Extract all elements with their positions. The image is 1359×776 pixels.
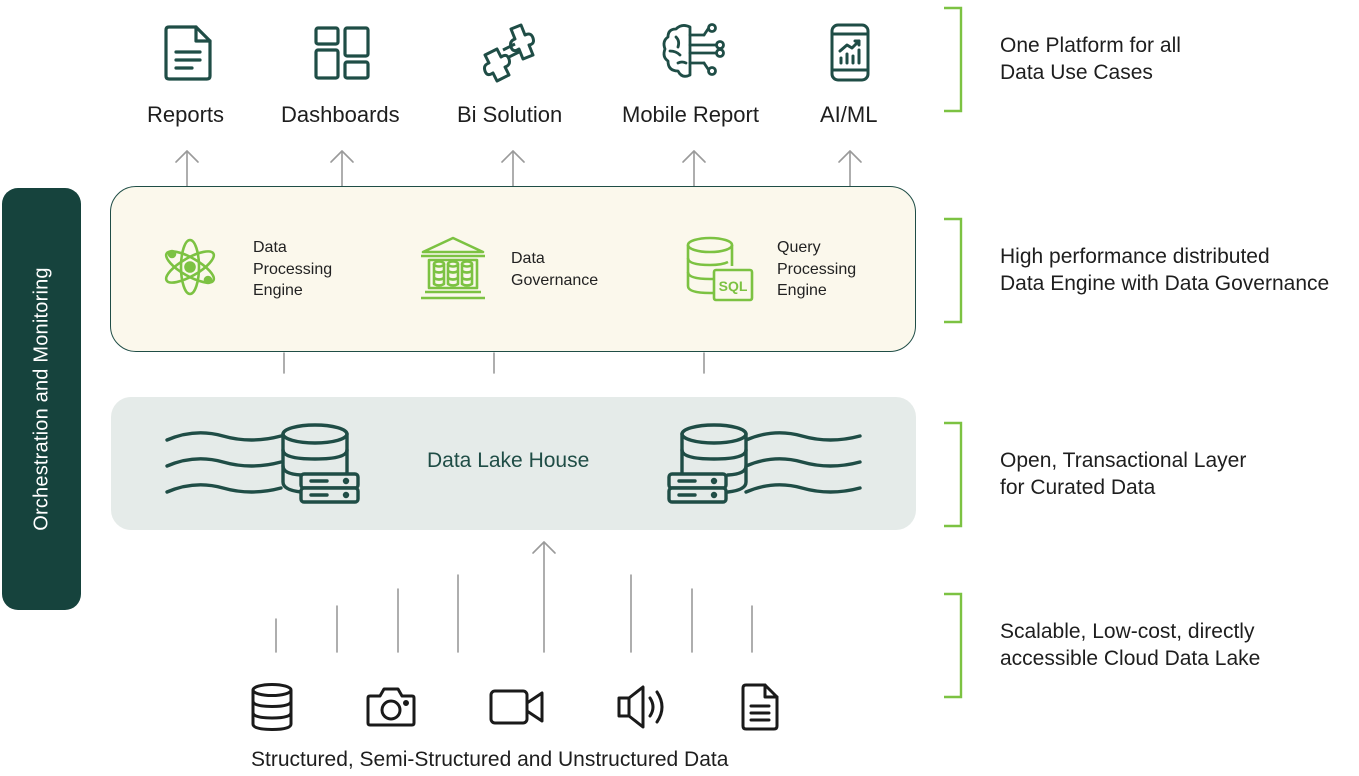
speaker-icon bbox=[616, 684, 670, 730]
up-arrow-dashboards bbox=[330, 150, 354, 187]
engine-item-line: Engine bbox=[777, 282, 827, 299]
side-label-line: One Platform for all bbox=[1000, 34, 1181, 57]
engine-item-line: Processing bbox=[253, 260, 333, 278]
engine-item-line: Data bbox=[511, 250, 545, 267]
use-case-label-mobile-report: Mobile Report bbox=[622, 102, 759, 127]
atom-icon bbox=[162, 234, 218, 300]
use-case-label-dashboards: Dashboards bbox=[281, 102, 400, 127]
bracket-use-cases bbox=[944, 6, 963, 113]
side-label-line: Open, Transactional Layer bbox=[1000, 449, 1247, 472]
side-label-cloud-lake: Scalable, Low-cost, directly accessible … bbox=[1000, 618, 1260, 672]
side-label-line: accessible Cloud Data Lake bbox=[1000, 647, 1261, 670]
up-arrow-mobile-report bbox=[682, 150, 706, 187]
engine-item-data-governance: Data Governance bbox=[511, 248, 598, 291]
engine-item-line: Governance bbox=[511, 271, 599, 289]
reports-document-icon bbox=[162, 24, 214, 82]
side-label-line: Data Use Cases bbox=[1000, 61, 1153, 84]
bank-database-icon bbox=[419, 236, 487, 302]
data-engine-layer bbox=[110, 186, 916, 352]
side-label-line: Data Engine with Data Governance bbox=[1000, 272, 1330, 295]
side-label-line: for Curated Data bbox=[1000, 476, 1156, 499]
svg-text:SQL: SQL bbox=[719, 278, 748, 294]
engine-item-data-processing: Data Processing Engine bbox=[253, 237, 332, 302]
sources-caption: Structured, Semi-Structured and Unstruct… bbox=[251, 748, 729, 771]
file-text-icon bbox=[740, 683, 780, 731]
data-lake-house-label: Data Lake House bbox=[427, 449, 590, 472]
side-label-line: Scalable, Low-cost, directly bbox=[1000, 620, 1255, 643]
video-camera-icon bbox=[489, 688, 545, 726]
use-case-label-ai-ml: AI/ML bbox=[820, 102, 878, 127]
up-arrow-ai-ml bbox=[838, 150, 862, 187]
orchestration-monitoring-bar: Orchestration and Monitoring bbox=[2, 188, 81, 610]
bracket-cloud-lake bbox=[944, 592, 963, 699]
database-icon bbox=[250, 683, 294, 731]
engine-item-line: Engine bbox=[253, 282, 303, 299]
dashboard-grid-icon bbox=[314, 26, 370, 80]
data-lake-house-layer bbox=[111, 397, 916, 530]
side-label-data-engine: High performance distributed Data Engine… bbox=[1000, 243, 1329, 297]
camera-icon bbox=[366, 686, 416, 728]
brain-circuit-icon bbox=[660, 21, 728, 83]
engine-item-query-processing: Query Processing Engine bbox=[777, 237, 856, 302]
side-label-use-cases: One Platform for all Data Use Cases bbox=[1000, 32, 1181, 86]
sql-database-icon: SQL bbox=[684, 236, 756, 304]
up-arrow-reports bbox=[175, 150, 199, 187]
use-case-label-reports: Reports bbox=[147, 102, 225, 127]
use-case-label-bi-solution: Bi Solution bbox=[457, 102, 563, 127]
bracket-data-engine bbox=[944, 217, 963, 324]
engine-item-line: Data bbox=[253, 239, 287, 256]
mobile-chart-icon bbox=[829, 23, 871, 83]
engine-item-line: Query bbox=[777, 239, 821, 256]
side-label-lake-house: Open, Transactional Layer for Curated Da… bbox=[1000, 447, 1246, 501]
engine-item-line: Processing bbox=[777, 260, 857, 278]
database-server-waves-icon bbox=[666, 422, 862, 504]
bracket-lake-house bbox=[944, 421, 963, 528]
side-label-line: High performance distributed bbox=[1000, 245, 1270, 268]
up-arrow-bi-solution bbox=[501, 150, 525, 187]
waves-database-server-icon bbox=[165, 422, 361, 504]
puzzle-icon bbox=[481, 23, 543, 83]
up-arrow-data-lake bbox=[532, 541, 556, 653]
